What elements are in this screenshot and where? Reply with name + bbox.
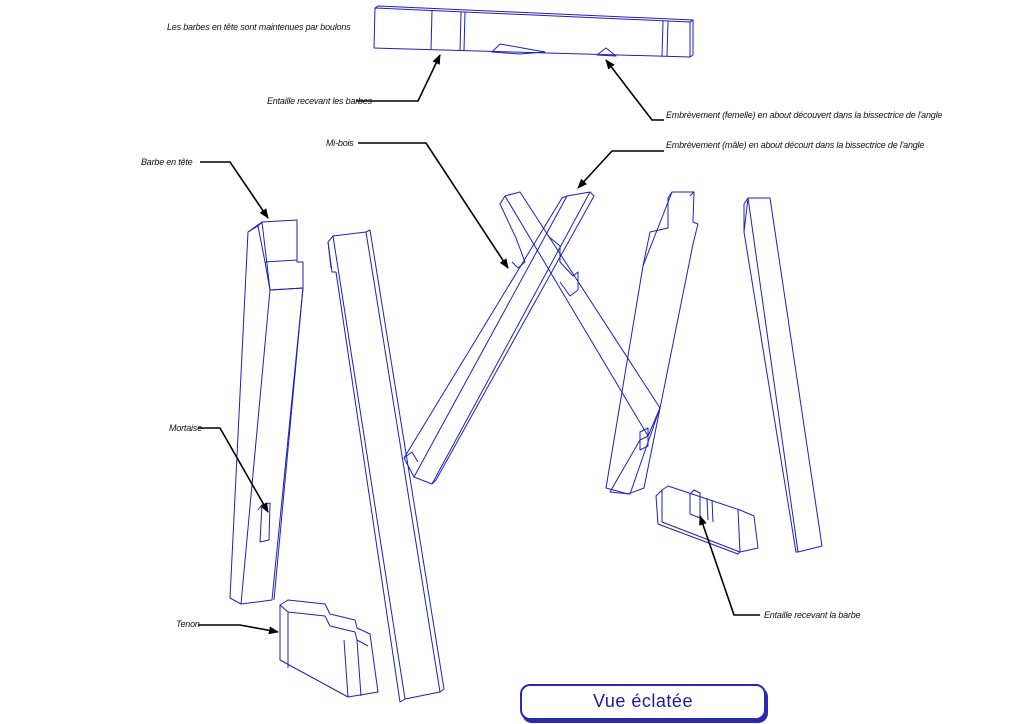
label-notch-barb: Entaille recevant la barbe [764,610,861,620]
label-female-housing: Embrèvement (femelle) en about découvert… [666,110,943,120]
right-post-outer [743,197,823,553]
leader-barb-head [200,161,269,219]
left-rafter [327,229,445,703]
left-post [229,219,304,605]
diagram-title: Vue éclatée [593,691,693,711]
leader-half-lap [358,142,509,269]
left-brace [403,191,595,485]
label-bolts-note: Les barbes en tête sont maintenues par b… [167,22,351,32]
label-male-housing: Embrèvement (mâle) en about décourt dans… [666,140,925,150]
leader-tenon [198,624,279,635]
title-box: Vue éclatée [520,684,766,720]
leader-notch-barbs [356,54,441,102]
leader-female-housing [605,59,664,121]
label-half-lap: Mi-bois [326,138,354,148]
label-tenon: Tenon [176,619,200,629]
label-barb-head: Barbe en tête [141,157,193,167]
leader-male-housing [577,150,664,189]
leader-mortise [198,427,269,513]
notch-block [655,485,759,555]
right-brace [499,191,661,495]
right-post-inner [605,191,699,495]
label-mortise: Mortaise [169,423,202,433]
tenon-block [279,599,379,698]
leader-notch-barb [699,515,760,616]
top-beam [373,5,694,58]
label-notch-barbs: Entaille recevant les barbes [267,96,372,106]
